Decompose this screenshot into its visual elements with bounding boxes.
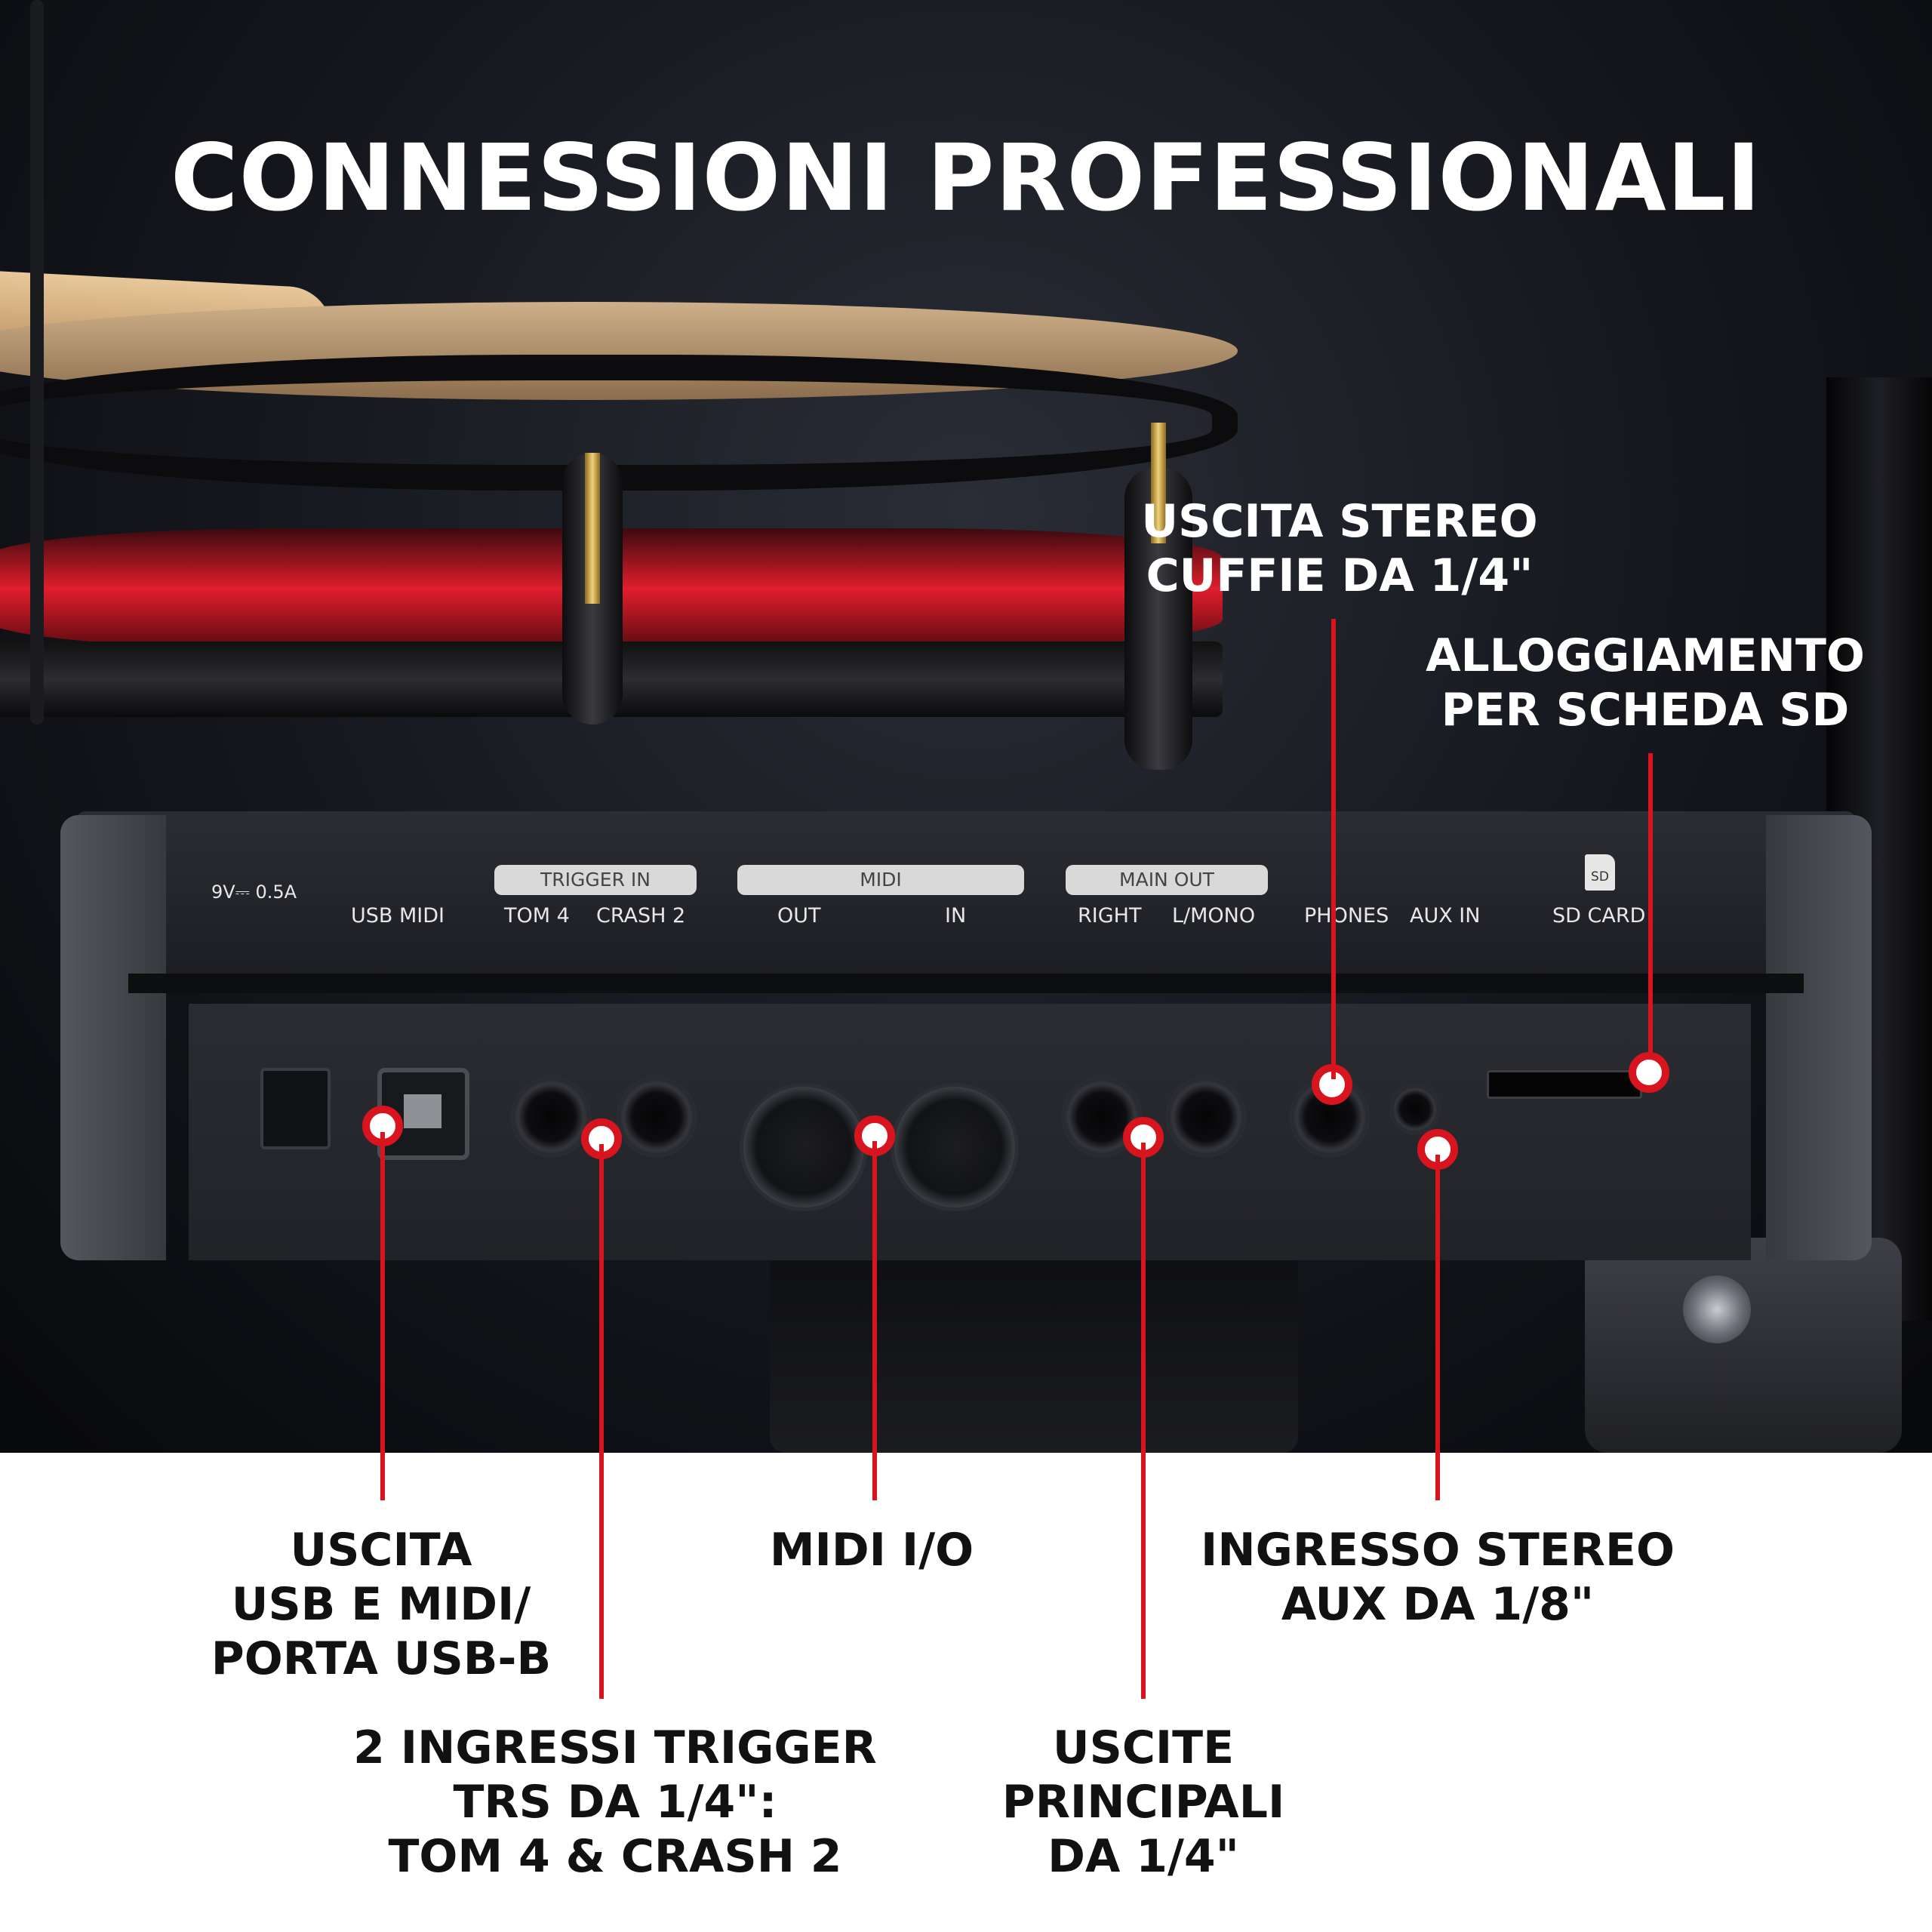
callout-usb: USCITA USB E MIDI/ PORTA USB-B bbox=[174, 1523, 589, 1686]
midi-out-label: OUT bbox=[777, 904, 821, 928]
midi-leader bbox=[872, 1141, 877, 1500]
callout-main-out: USCITE PRINCIPALI DA 1/4" bbox=[966, 1721, 1321, 1884]
module-side-left bbox=[60, 815, 166, 1260]
page-title: CONNESSIONI PROFESSIONALI bbox=[171, 125, 1761, 232]
power-jack bbox=[260, 1068, 331, 1149]
callout-headphones-line: USCITA STEREO bbox=[1141, 495, 1538, 548]
usb-midi-label: USB MIDI bbox=[351, 904, 445, 928]
callout-trigger-line: 2 INGRESSI TRIGGER bbox=[353, 1721, 877, 1774]
callout-aux-line: AUX DA 1/8" bbox=[1281, 1578, 1595, 1631]
main-out-leader bbox=[1141, 1143, 1146, 1699]
callout-main-out-line: PRINCIPALI bbox=[1001, 1776, 1285, 1829]
callout-aux-line: INGRESSO STEREO bbox=[1201, 1524, 1675, 1577]
drum-lug-gold bbox=[585, 453, 600, 604]
midi-in-label: IN bbox=[945, 904, 967, 928]
phones-leader bbox=[1331, 619, 1336, 1079]
power-label: 9V⎓ 0.5A bbox=[211, 881, 297, 903]
callout-aux-in: INGRESSO STEREO AUX DA 1/8" bbox=[1177, 1523, 1698, 1632]
drum-lug-gold bbox=[1151, 423, 1166, 543]
main-out-right-label: RIGHT bbox=[1078, 904, 1142, 928]
usb-leader bbox=[380, 1132, 385, 1500]
midi-group: MIDI bbox=[737, 865, 1024, 895]
main-out-lmono-jack bbox=[1168, 1079, 1244, 1155]
callout-trigger-line: TOM 4 & CRASH 2 bbox=[388, 1830, 842, 1883]
callout-main-out-line: DA 1/4" bbox=[1048, 1830, 1239, 1883]
callout-midi-line: MIDI I/O bbox=[769, 1524, 974, 1577]
main-out-group: MAIN OUT bbox=[1066, 865, 1268, 895]
sd-leader bbox=[1648, 753, 1653, 1060]
trigger-leader bbox=[599, 1144, 604, 1699]
phones-label: PHONES bbox=[1304, 904, 1389, 928]
sd-card-icon: SD bbox=[1585, 854, 1615, 891]
crash2-label: CRASH 2 bbox=[596, 904, 686, 928]
trigger-tom4-jack bbox=[513, 1079, 589, 1155]
callout-sd-slot: ALLOGGIAMENTO PER SCHEDA SD bbox=[1411, 629, 1879, 737]
callout-main-out-line: USCITE bbox=[1052, 1721, 1235, 1774]
bolt bbox=[1683, 1275, 1751, 1343]
sd-card-slot bbox=[1487, 1070, 1642, 1099]
aux-in-label: AUX IN bbox=[1410, 904, 1481, 928]
mount-bracket bbox=[770, 1253, 1298, 1453]
callout-usb-line: USCITA bbox=[290, 1524, 472, 1577]
midi-out-port bbox=[743, 1087, 864, 1208]
product-photo: 9V⎓ 0.5A USB MIDI TRIGGER IN TOM 4 CRASH… bbox=[0, 0, 1932, 1453]
stand-clamp bbox=[1585, 1238, 1902, 1453]
usb-b-port-inner bbox=[404, 1094, 441, 1128]
main-out-lmono-label: L/MONO bbox=[1172, 904, 1256, 928]
trigger-in-group: TRIGGER IN bbox=[494, 865, 697, 895]
aux-in-jack bbox=[1392, 1087, 1438, 1132]
callout-headphones-line: CUFFIE DA 1/4" bbox=[1146, 549, 1534, 602]
callout-trigger-line: TRS DA 1/4": bbox=[453, 1776, 777, 1829]
cable bbox=[30, 0, 44, 724]
callout-usb-line: PORTA USB-B bbox=[211, 1632, 552, 1685]
sd-card-label: SD CARD bbox=[1552, 904, 1646, 928]
tom4-label: TOM 4 bbox=[504, 904, 570, 928]
midi-in-port bbox=[894, 1087, 1015, 1208]
callout-midi-io: MIDI I/O bbox=[724, 1523, 1019, 1577]
trigger-crash2-jack bbox=[619, 1079, 694, 1155]
callout-trigger: 2 INGRESSI TRIGGER TRS DA 1/4": TOM 4 & … bbox=[317, 1721, 913, 1884]
callout-usb-line: USB E MIDI/ bbox=[231, 1578, 531, 1631]
callout-headphones: USCITA STEREO CUFFIE DA 1/4" bbox=[1117, 494, 1562, 603]
module-lip bbox=[128, 974, 1804, 993]
callout-sd-line: PER SCHEDA SD bbox=[1441, 684, 1850, 737]
module-top-edge bbox=[75, 811, 1857, 985]
callout-sd-line: ALLOGGIAMENTO bbox=[1426, 629, 1865, 682]
module-side-right bbox=[1766, 815, 1872, 1260]
aux-leader bbox=[1435, 1155, 1440, 1500]
